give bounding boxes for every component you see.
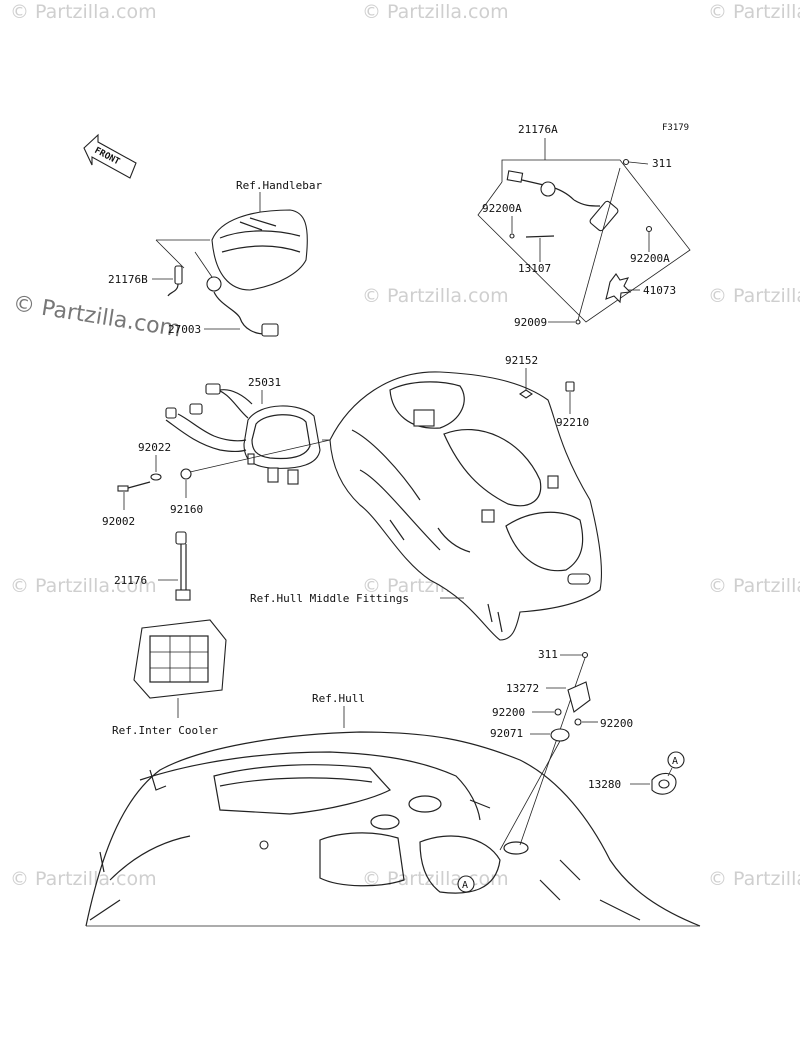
- watermark-bold: © Partzilla.com: [11, 291, 183, 342]
- callout-a-label: A: [672, 756, 678, 767]
- part-label-13272: 13272: [506, 682, 539, 695]
- ref-inter-cooler-label: Ref.Inter Cooler: [112, 724, 218, 737]
- hull-middle-fittings: 92152 92210 Ref.Hull Middle Fittings: [250, 354, 603, 641]
- front-arrow-icon: FRONT: [83, 133, 137, 179]
- part-label-21176A: 21176A: [518, 123, 558, 136]
- watermark-text: © Partzilla.com: [10, 868, 157, 890]
- watermark-text: © Partzilla.com: [708, 575, 800, 597]
- watermark-text: © Partzilla.com: [708, 1, 800, 23]
- figure-code: F3179: [662, 123, 689, 133]
- part-label-92200-right: 92200: [600, 717, 633, 730]
- part-label-92071: 92071: [490, 727, 523, 740]
- watermark-text: © Partzilla.com: [708, 868, 800, 890]
- cap-assembly: 311 13272 92200 92200 92071 13280 A: [490, 648, 685, 851]
- part-label-25031: 25031: [248, 376, 281, 389]
- part-label-92160: 92160: [170, 503, 203, 516]
- part-label-92200A-left: 92200A: [482, 202, 522, 215]
- callout-a-badge: [667, 751, 685, 769]
- watermark-text: © Partzilla.com: [10, 575, 157, 597]
- part-label-41073: 41073: [643, 284, 676, 297]
- assembly-21176A: 21176A 311 92200A 13107 92200A 41073 920…: [477, 123, 691, 329]
- ref-hull-middle-label: Ref.Hull Middle Fittings: [250, 592, 409, 605]
- part-label-21176B: 21176B: [108, 273, 148, 286]
- part-label-92022: 92022: [138, 441, 171, 454]
- watermark-text: © Partzilla.com: [362, 1, 509, 23]
- watermark-text: © Partzilla.com: [362, 285, 509, 307]
- watermark-text: © Partzilla.com: [362, 868, 509, 890]
- callout-a-badge: [457, 875, 475, 893]
- part-label-92152: 92152: [505, 354, 538, 367]
- part-label-13107: 13107: [518, 262, 551, 275]
- part-label-92009: 92009: [514, 316, 547, 329]
- handlebar-assembly: Ref.Handlebar 21176B 27003: [108, 179, 322, 337]
- part-label-311-bottom: 311: [538, 648, 558, 661]
- part-label-311-top: 311: [652, 157, 672, 170]
- part-label-92200A-right: 92200A: [630, 252, 670, 265]
- watermark-text: © Partzilla.com: [708, 285, 800, 307]
- part-label-13280: 13280: [588, 778, 621, 791]
- intercooler-assembly: 21176 Ref.Inter Cooler: [112, 531, 227, 737]
- part-label-92002: 92002: [102, 515, 135, 528]
- meter-assembly: 25031 92022 92160 92002: [102, 376, 331, 528]
- part-label-27003: 27003: [168, 323, 201, 336]
- ref-handlebar-label: Ref.Handlebar: [236, 179, 322, 192]
- part-label-92210: 92210: [556, 416, 589, 429]
- callout-a-label: A: [462, 880, 468, 891]
- ref-hull-label: Ref.Hull: [312, 692, 365, 705]
- part-label-92200-left: 92200: [492, 706, 525, 719]
- watermark-text: © Partzilla.com: [10, 1, 157, 23]
- hull-reference: Ref.Hull A: [85, 692, 701, 927]
- part-label-21176: 21176: [114, 574, 147, 587]
